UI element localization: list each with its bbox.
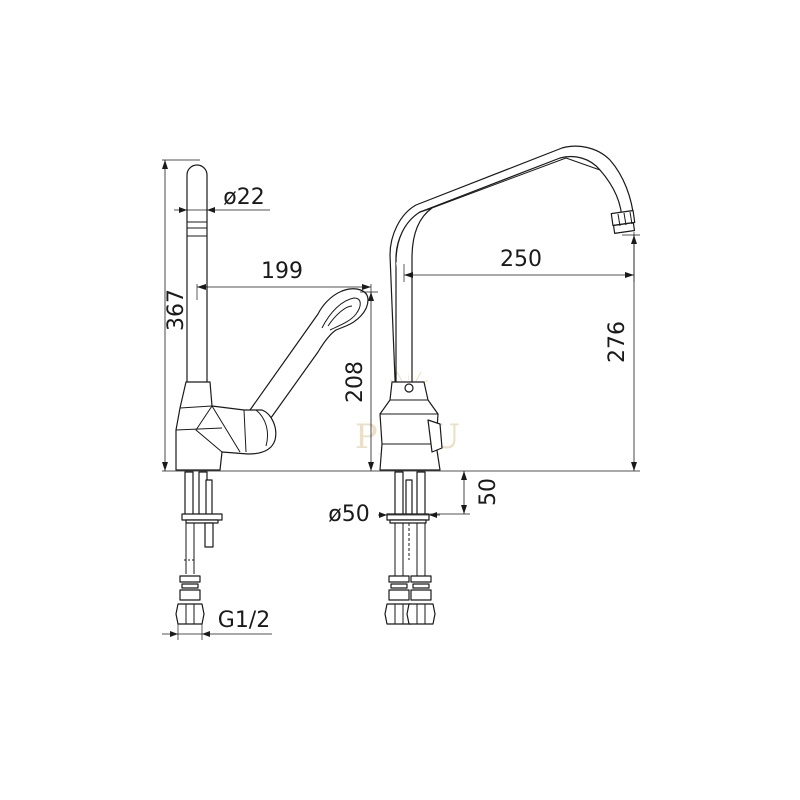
side-view <box>175 164 369 625</box>
side-view-lever-hub <box>243 409 269 453</box>
side-view-fixing-washer <box>185 519 219 524</box>
arrow-icon <box>631 235 637 244</box>
front-view-shank <box>394 471 404 517</box>
front-view-lever-pin <box>404 383 414 393</box>
side-view-cartridge-cap <box>195 405 241 453</box>
front-view-lever-side <box>427 419 443 453</box>
dim-thread-label: G1/2 <box>218 608 270 633</box>
dim-base-diameter-label: ø50 <box>328 502 369 527</box>
front-view-spout-seam <box>565 157 601 171</box>
front-view-spout-riser <box>395 207 433 405</box>
arrow-icon <box>202 631 210 637</box>
dimension-lines: 367 ø22 199 208 250 276 <box>162 159 640 640</box>
arrow-icon <box>461 505 467 514</box>
side-view-stud-lower <box>204 522 214 548</box>
dim-lever-reach-label: 199 <box>261 259 303 284</box>
front-view-hose-crimp <box>410 589 432 601</box>
side-view-lever-grip-inner <box>327 305 353 327</box>
front-view-spout-seam <box>431 157 567 209</box>
front-view-hex-nut <box>406 603 436 625</box>
side-view-lever-handle <box>249 288 369 423</box>
arrow-icon <box>631 462 637 471</box>
dim-shank-length-label: 50 <box>476 478 501 506</box>
front-view-hose-crimp <box>412 583 430 589</box>
arrow-icon <box>461 471 467 480</box>
front-view-mixer-body <box>379 381 441 471</box>
arrow-icon <box>429 512 437 518</box>
front-view-shank <box>416 471 426 517</box>
arrow-icon <box>197 284 206 290</box>
side-view-body-seam <box>175 427 223 431</box>
dim-lever-height-label: 208 <box>343 361 368 403</box>
arrow-icon <box>170 631 178 637</box>
arrow-icon <box>368 462 374 471</box>
arrow-icon <box>362 284 371 290</box>
arrow-icon <box>368 292 374 301</box>
side-view-body-seam <box>179 405 213 409</box>
dim-spout-height-label: 276 <box>605 321 630 363</box>
front-view-aerator-line <box>617 213 621 227</box>
front-view-hose-crimp <box>388 589 410 601</box>
arrow-icon <box>404 272 413 278</box>
front-view-fixing-washer <box>389 519 427 524</box>
arrow-icon <box>379 512 387 518</box>
arrow-icon <box>162 160 168 169</box>
side-view-hose-crimp <box>179 589 201 601</box>
arrow-icon <box>625 272 634 278</box>
side-view-shank <box>184 471 194 517</box>
arrow-icon <box>207 207 215 213</box>
arrow-icon <box>162 462 168 471</box>
side-view-hose-crimp <box>179 575 201 583</box>
front-view-hose-crimp <box>388 575 410 583</box>
side-view-fixing-nut <box>181 513 223 521</box>
side-view-lever-grip <box>321 297 361 331</box>
side-view-hose-crimp <box>181 583 199 589</box>
front-view-hose-crimp <box>410 575 432 583</box>
front-view-hose-crimp <box>390 583 408 589</box>
front-view-aerator-line <box>629 211 633 225</box>
front-view-aerator-line <box>623 212 627 226</box>
dim-total-height-label: 367 <box>164 289 189 331</box>
dim-pipe-diameter-label: ø22 <box>223 185 264 210</box>
arrow-icon <box>179 207 187 213</box>
front-view-aerator-tip <box>612 222 636 234</box>
front-view <box>379 145 636 625</box>
side-view-hex-nut <box>175 603 205 625</box>
side-view-riser-pipe <box>186 164 208 383</box>
dim-spout-reach-label: 250 <box>500 247 542 272</box>
